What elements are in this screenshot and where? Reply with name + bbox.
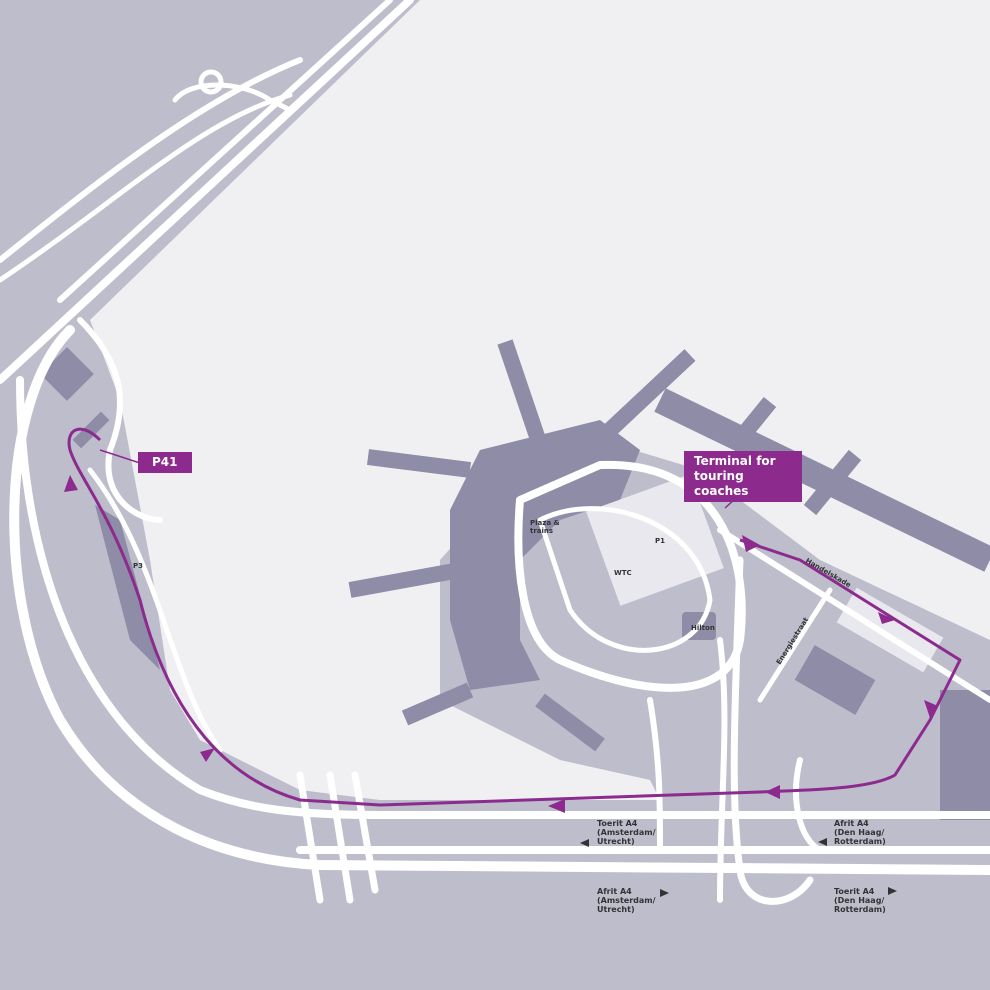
exit-label: (Amsterdam/ <box>597 896 656 905</box>
exit-label: (Amsterdam/ <box>597 828 656 837</box>
arrow-right-icon <box>888 887 897 895</box>
p1-area <box>586 474 724 606</box>
exit-label: (Den Haag/ <box>834 896 884 905</box>
exit-label: Toerit A4 <box>834 887 875 896</box>
terminal-callout: Terminal for touring coaches <box>684 451 802 502</box>
exit-label: Afrit A4 <box>597 887 632 896</box>
arrow-right-icon <box>660 889 669 897</box>
terminal-label-2: touring coaches <box>694 469 749 498</box>
p41-callout: P41 <box>138 452 192 473</box>
terminal-label-1: Terminal for <box>694 454 776 468</box>
plaza-label-1: Plaza & <box>530 519 560 527</box>
p41-label: P41 <box>152 455 178 469</box>
exit-label: Rotterdam) <box>834 905 886 914</box>
p41-callout-line <box>99 449 141 464</box>
arrow-left-icon <box>580 839 589 847</box>
exit-label: Afrit A4 <box>834 819 869 828</box>
hilton-label: Hilton <box>691 624 715 632</box>
p3-area <box>95 505 160 670</box>
terminal-building <box>450 420 640 690</box>
wtc-label: WTC <box>614 569 632 577</box>
exit-label: Utrecht) <box>597 905 635 914</box>
plaza-label-2: trains <box>530 527 553 535</box>
arrow-left-icon <box>818 838 827 846</box>
energiestraat-label: Energiestraat <box>775 616 811 666</box>
p1-label: P1 <box>655 537 665 545</box>
p3-label: P3 <box>133 562 143 570</box>
exit-label: Utrecht) <box>597 837 635 846</box>
building-nw <box>40 347 94 401</box>
exit-label: Rotterdam) <box>834 837 886 846</box>
exit-label: Toerit A4 <box>597 819 638 828</box>
route-arrows <box>64 475 938 813</box>
exit-label: (Den Haag/ <box>834 828 884 837</box>
piers <box>348 339 990 752</box>
airfield <box>90 0 990 800</box>
p41-building <box>72 411 110 449</box>
coach-route <box>67 427 962 807</box>
